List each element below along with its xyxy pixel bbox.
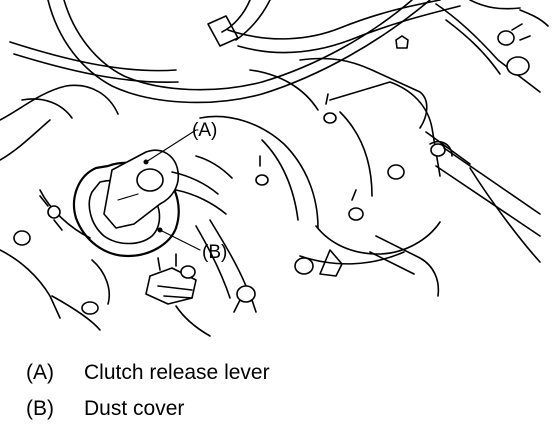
callout-b-label: (B) (202, 242, 227, 263)
legend-label-b: Dust cover (84, 397, 185, 420)
legend-letter-b: (B) (26, 397, 54, 420)
legend-label-a: Clutch release lever (84, 361, 270, 384)
legend-item-b: (B) Dust cover (26, 398, 546, 434)
legend-item-a: (A) Clutch release lever (26, 362, 546, 398)
transmission-line-art: (A) (B) (0, 0, 549, 337)
transmission-diagram: (A) (B) (0, 0, 549, 337)
callout-a-label: (A) (192, 120, 217, 141)
legend: (A) Clutch release lever (B) Dust cover (26, 362, 546, 434)
legend-letter-a: (A) (26, 361, 54, 384)
